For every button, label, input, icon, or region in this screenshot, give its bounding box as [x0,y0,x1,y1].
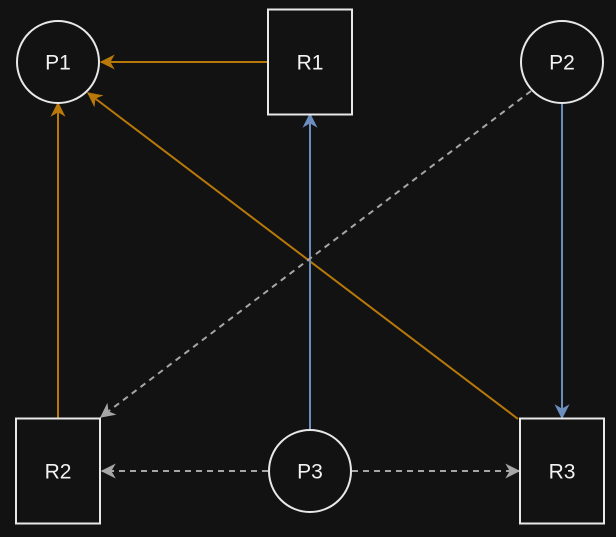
node-label: R1 [297,52,324,75]
node-p3[interactable]: P3 [268,429,352,513]
resource-box [519,417,605,525]
node-p1[interactable]: P1 [16,20,100,104]
node-label: R3 [549,461,576,484]
node-r2[interactable]: R2 [15,417,101,525]
process-circle [16,20,100,104]
node-r1[interactable]: R1 [267,8,353,116]
process-circle [520,20,604,104]
node-label: P2 [549,52,575,75]
resource-box [15,417,101,525]
node-label: R2 [45,461,72,484]
node-r3[interactable]: R3 [519,417,605,525]
node-label: P3 [297,461,323,484]
process-circle [268,429,352,513]
resource-box [267,8,353,116]
edges-layer [50,54,570,479]
edge-r3-to-p1 [87,92,519,420]
edge-p2-to-r2 [100,90,532,418]
node-label: P1 [45,52,71,75]
node-p2[interactable]: P2 [520,20,604,104]
